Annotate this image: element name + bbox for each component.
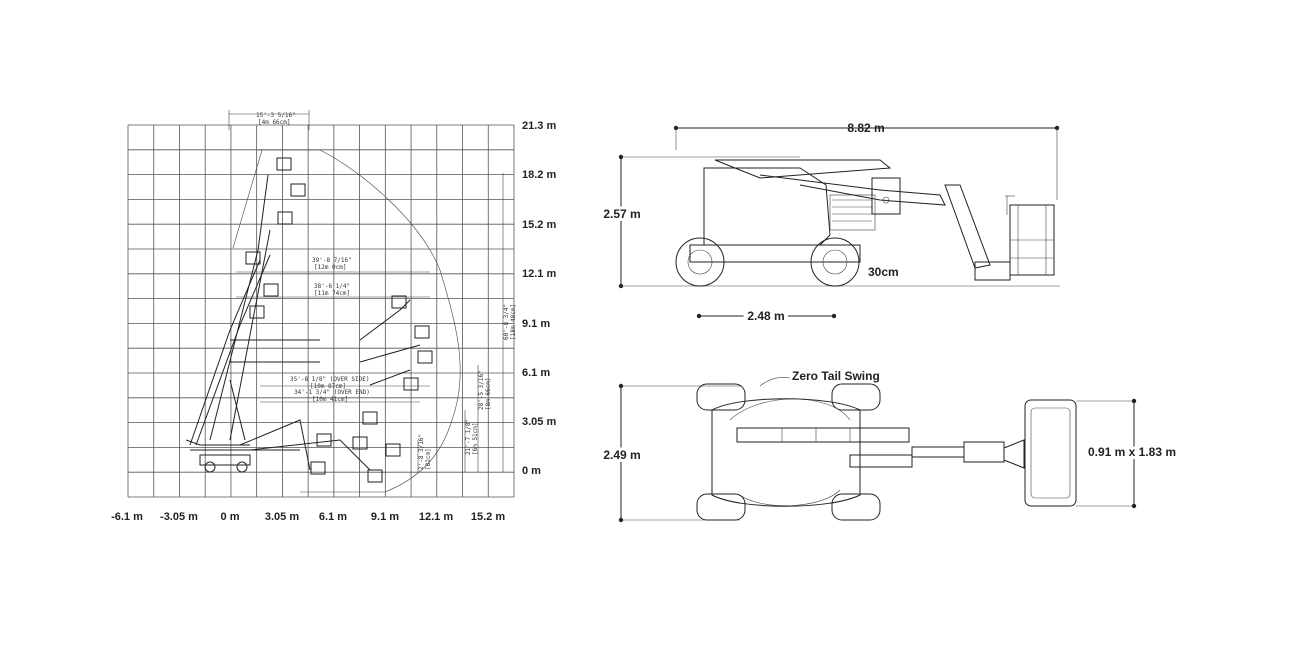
- y-axis-label: 3.05 m: [522, 416, 556, 428]
- range-basket: [245, 251, 261, 265]
- range-basket: [249, 305, 265, 319]
- v-low: 21'-7 1/8": [465, 419, 472, 455]
- reach-h1-metric: [12m 0cm]: [314, 264, 347, 271]
- range-basket: [263, 283, 279, 297]
- zero-tail-swing-label: Zero Tail Swing: [792, 369, 880, 383]
- y-axis-label: 6.1 m: [522, 367, 550, 379]
- reach-over-side-metric: [10m 87cm]: [310, 383, 346, 390]
- range-basket: [277, 211, 293, 225]
- x-axis-label: 9.1 m: [371, 511, 399, 523]
- v-mid-metric: [8m 66cm]: [485, 377, 492, 410]
- top-outreach-text: 15'-3 5/16": [256, 112, 296, 119]
- range-basket: [391, 295, 407, 309]
- range-basket: [417, 350, 433, 364]
- top-wheel-fr: [831, 493, 881, 521]
- range-basket: [352, 436, 368, 450]
- y-axis-label: 21.3 m: [522, 120, 556, 132]
- rear-wheel: [675, 237, 725, 287]
- range-basket: [367, 469, 383, 483]
- lower-envelope: [232, 149, 263, 249]
- top-chassis: [711, 398, 861, 507]
- working-range-chart: 15'-3 5/16" [4m 66cm] 39'-8 7/16" [12m 0…: [111, 110, 556, 523]
- overall-width: 2.49 m: [603, 448, 640, 462]
- x-axis-label: 0 m: [221, 511, 240, 523]
- y-axis-label: 18.2 m: [522, 169, 556, 181]
- platform-size: 0.91 m x 1.83 m: [1088, 445, 1176, 459]
- jib-boom: [944, 184, 991, 269]
- overall-height: 2.57 m: [603, 207, 640, 221]
- reach-h2-metric: [11m 74cm]: [314, 290, 350, 297]
- range-basket: [290, 183, 306, 197]
- wheelbase: 2.48 m: [747, 309, 784, 323]
- top-boom: [736, 427, 910, 443]
- range-basket: [316, 433, 332, 447]
- range-basket: [362, 411, 378, 425]
- ground-clearance: 30cm: [868, 265, 899, 279]
- v-low-metric: [6m 51cm]: [472, 422, 479, 455]
- top-wheel-rl: [696, 383, 746, 411]
- x-axis-labels: -6.1 m -3.05 m 0 m 3.05 m 6.1 m 9.1 m 12.1 m 15…: [111, 511, 505, 523]
- range-baskets: [245, 157, 433, 483]
- y-axis-label: 0 m: [522, 465, 541, 477]
- chassis-body: [703, 167, 831, 246]
- reach-h1: 39'-8 7/16": [312, 257, 352, 264]
- y-axis-label: 12.1 m: [522, 268, 556, 280]
- y-axis-label: 9.1 m: [522, 318, 550, 330]
- top-wheel-rr: [696, 493, 746, 521]
- top-wheel-fl: [831, 383, 881, 411]
- range-basket: [385, 443, 401, 457]
- range-basket: [310, 461, 326, 475]
- x-axis-label: 12.1 m: [419, 511, 453, 523]
- top-platform: [1024, 399, 1077, 507]
- v-mid: 28'-5 3/16": [478, 370, 485, 410]
- front-wheel: [810, 237, 860, 287]
- range-basket: [403, 377, 419, 391]
- top-outreach-metric: [4m 66cm]: [258, 119, 291, 126]
- top-view: 2.49 m Zero Tail Swing 0.91 m x 1.83 m: [600, 369, 1179, 523]
- reach-over-end: 34'-1 3/4" (OVER END): [294, 389, 370, 396]
- v-base-metric: [82cm]: [425, 448, 432, 470]
- reach-h2: 38'-6 1/4": [314, 283, 350, 290]
- x-axis-label: -6.1 m: [111, 511, 143, 523]
- main-boom: [714, 159, 892, 179]
- y-axis-label: 15.2 m: [522, 219, 556, 231]
- reach-over-end-metric: [10m 41cm]: [312, 396, 348, 403]
- range-machine-sketch: [185, 174, 421, 473]
- v-total-metric: [18m 48cm]: [510, 304, 517, 340]
- range-basket: [414, 325, 430, 339]
- side-view: 8.82 m 2.57 m 30cm: [600, 121, 1060, 327]
- v-base: 2'-8 3/16": [418, 434, 425, 470]
- reach-envelope: [258, 149, 461, 493]
- range-basket: [276, 157, 292, 171]
- range-grid: [127, 124, 515, 498]
- y-axis-labels: 21.3 m 18.2 m 15.2 m 12.1 m 9.1 m 6.1 m 3.05 m…: [522, 120, 556, 477]
- v-total: 60'-8 3/4": [503, 304, 510, 340]
- x-axis-label: 6.1 m: [319, 511, 347, 523]
- x-axis-label: 15.2 m: [471, 511, 505, 523]
- x-axis-label: 3.05 m: [265, 511, 299, 523]
- reach-over-side: 35'-8 1/8" (OVER SIDE): [290, 376, 369, 383]
- x-axis-label: -3.05 m: [160, 511, 198, 523]
- overall-length: 8.82 m: [847, 121, 884, 135]
